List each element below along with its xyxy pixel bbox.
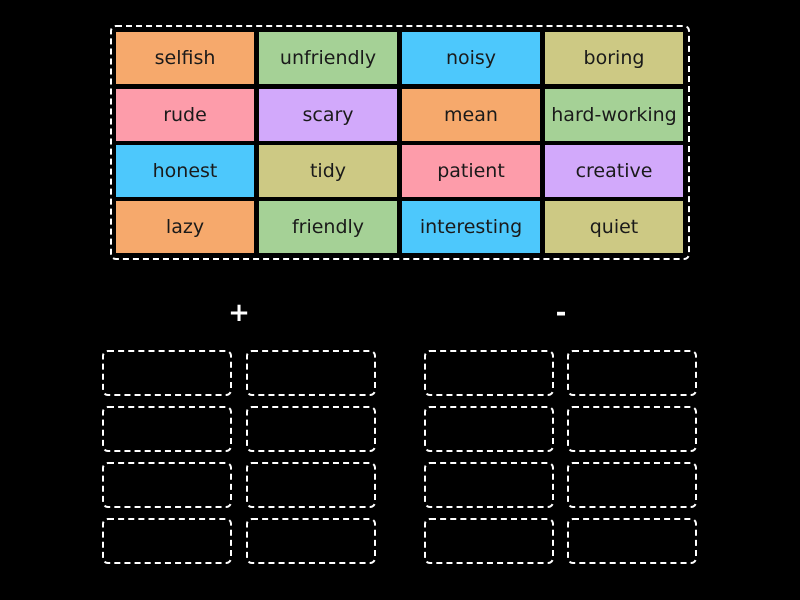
positive-drop-zone[interactable] (246, 462, 376, 508)
negative-drop-zone[interactable] (567, 350, 697, 396)
positive-drop-zone[interactable] (102, 350, 232, 396)
positive-drop-zone[interactable] (246, 518, 376, 564)
word-tile-quiet[interactable]: quiet (545, 201, 683, 253)
negative-drop-zone[interactable] (424, 462, 554, 508)
word-tile-noisy[interactable]: noisy (402, 32, 540, 84)
negative-drop-zone[interactable] (567, 406, 697, 452)
negative-drop-zone[interactable] (424, 518, 554, 564)
word-bank (110, 25, 690, 260)
positive-drop-zone[interactable] (246, 350, 376, 396)
positive-drop-zone[interactable] (102, 406, 232, 452)
word-tile-hard-working[interactable]: hard-working (545, 89, 683, 141)
word-tile-patient[interactable]: patient (402, 145, 540, 197)
word-tile-scary[interactable]: scary (259, 89, 397, 141)
positive-drop-zone[interactable] (102, 518, 232, 564)
negative-drop-zone[interactable] (424, 350, 554, 396)
word-tile-lazy[interactable]: lazy (116, 201, 254, 253)
word-tile-unfriendly[interactable]: unfriendly (259, 32, 397, 84)
word-tile-friendly[interactable]: friendly (259, 201, 397, 253)
word-tile-interesting[interactable]: interesting (402, 201, 540, 253)
word-tile-creative[interactable]: creative (545, 145, 683, 197)
negative-group-heading: - (555, 298, 567, 328)
negative-drop-zone[interactable] (567, 462, 697, 508)
word-tile-tidy[interactable]: tidy (259, 145, 397, 197)
word-tile-rude[interactable]: rude (116, 89, 254, 141)
word-tile-honest[interactable]: honest (116, 145, 254, 197)
negative-drop-zone[interactable] (424, 406, 554, 452)
word-tile-boring[interactable]: boring (545, 32, 683, 84)
positive-group-heading: + (228, 298, 250, 328)
negative-drop-zone[interactable] (567, 518, 697, 564)
word-tile-selfish[interactable]: selfish (116, 32, 254, 84)
positive-drop-zone[interactable] (246, 406, 376, 452)
word-tile-mean[interactable]: mean (402, 89, 540, 141)
positive-drop-zone[interactable] (102, 462, 232, 508)
